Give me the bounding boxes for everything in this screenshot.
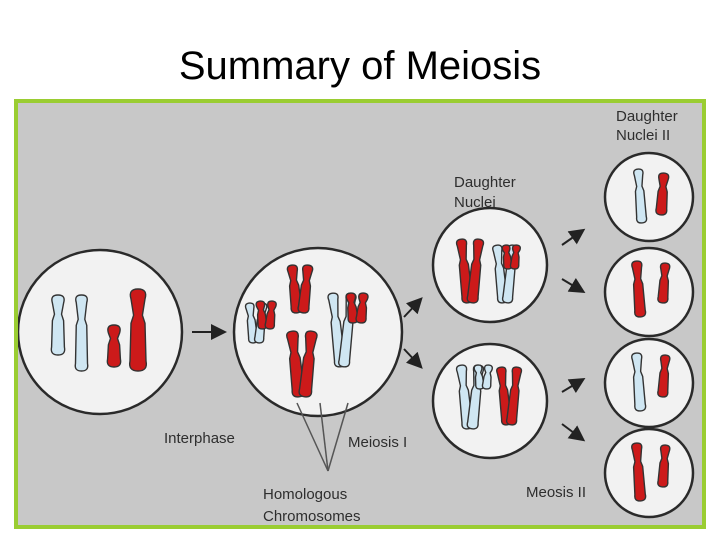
arrow-nucleus1-to-ii-1 [561,228,586,246]
chromosome-blue-2 [74,294,89,372]
dn2-4-red [631,442,647,502]
diagram-canvas: Daughter Nuclei II Daughter Nuclei Inter… [18,108,695,525]
label-homologous-2: Chromosomes [263,508,361,525]
dn1-red-tall-b [466,238,485,304]
dn2-red-tall-b [505,366,523,426]
dn2-2-red [631,260,647,318]
cell-interphase [18,248,184,416]
arrow-meiosis-to-upper-nucleus [403,297,423,318]
label-meiosis-ii: Meosis II [526,484,586,501]
dn2-1-blue [633,168,648,224]
pair-top-red-b [297,264,314,314]
arrow-meiosis-to-lower-nucleus [403,348,423,369]
label-homologous-1: Homologous [263,486,347,503]
cell-daughter-nucleus-2 [431,342,549,460]
cell-daughter-nucleus-ii-2 [603,246,695,338]
label-interphase: Interphase [164,430,235,447]
arrow-nucleus2-to-ii-3 [561,377,586,394]
meiosis-diagram: Daughter Nuclei II Daughter Nuclei Inter… [14,99,706,529]
label-daughter-nuclei-2: Nuclei [454,194,496,211]
pair-small-red-b [264,300,277,330]
dn2-3-red [657,354,671,398]
label-daughter-nuclei-1: Daughter [454,174,516,191]
cell-daughter-nucleus-ii-3 [603,337,695,429]
cell-daughter-nucleus-ii-4 [603,427,695,519]
label-daughter-nuclei-ii-1: Daughter [616,108,678,125]
pair-bottom-red-b [298,330,318,398]
dn2-blue-small-b [481,364,493,390]
homologous-pointer-lines [296,402,349,472]
cell-daughter-nucleus-1 [431,206,549,324]
dn2-2-red-b [657,262,671,304]
pair-right-red-b [355,292,369,324]
chromosome-red-2 [128,288,148,372]
cell-daughter-nucleus-ii-1 [603,151,695,243]
cell-meiosis-i [232,246,404,418]
dn2-1-red [655,172,670,216]
dn2-3-blue [631,352,647,412]
chromosome-red-1 [106,324,122,368]
arrow-nucleus1-to-ii-2 [561,277,586,294]
label-meiosis-i: Meiosis I [348,434,407,451]
dn2-4-red-b [657,444,671,488]
chromosome-blue-1 [50,294,66,356]
slide-title: Summary of Meiosis [178,44,542,88]
label-daughter-nuclei-ii-2: Nuclei II [616,127,670,144]
dn1-red-small-b [509,244,521,270]
arrow-nucleus2-to-ii-4 [561,423,586,442]
